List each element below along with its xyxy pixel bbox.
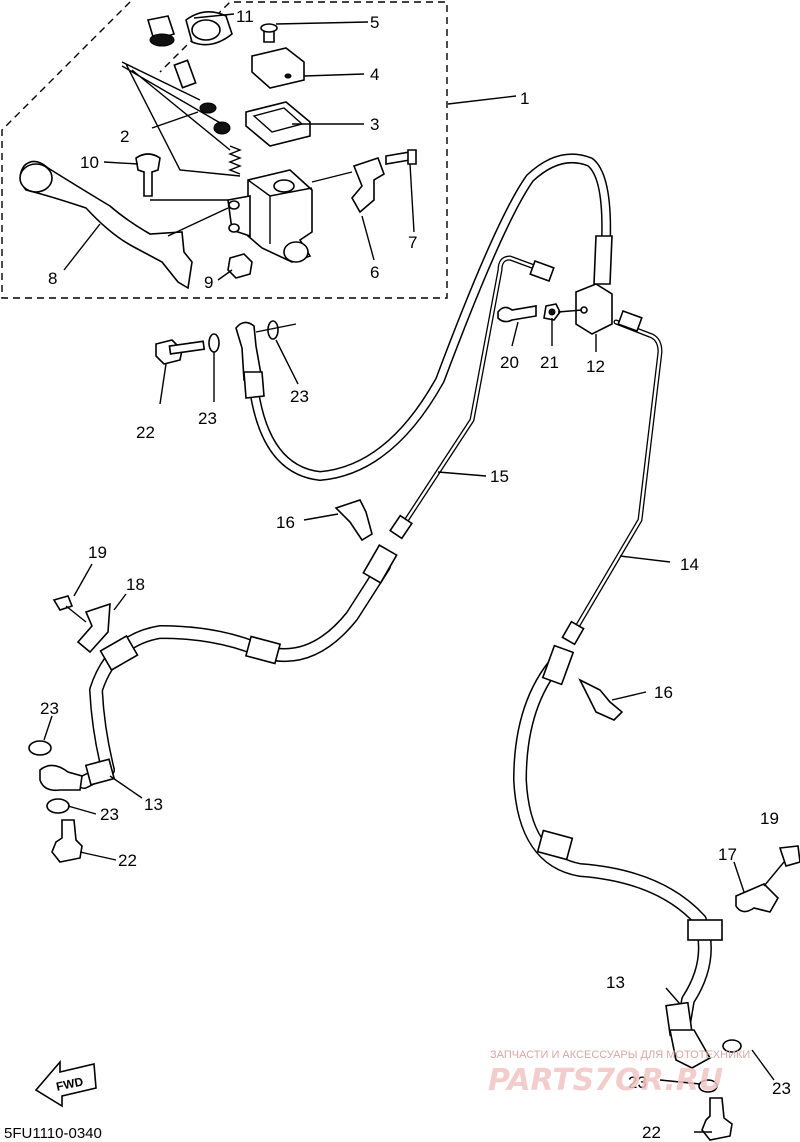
part-22-banjo-bolt-right [701, 1097, 733, 1141]
part-6-holder [351, 156, 385, 214]
part-7-bolt [385, 151, 411, 165]
left-fixings [28, 499, 373, 863]
watermark-small: ЗАПЧАСТИ И АКСЕССУАРЫ ДЛЯ МОТОТЕХНИКИ [490, 1049, 750, 1061]
label-16-right: 16 [654, 683, 673, 702]
label-7: 7 [408, 233, 417, 252]
label-8: 8 [48, 269, 57, 288]
part-9-nut [227, 253, 253, 279]
label-23-d: 23 [100, 805, 119, 824]
label-14: 14 [680, 555, 699, 574]
label-4: 4 [370, 65, 379, 84]
label-19-left: 19 [88, 543, 107, 562]
label-12: 12 [586, 357, 605, 376]
label-13-right: 13 [606, 973, 625, 992]
label-5: 5 [370, 13, 379, 32]
fwd-label: FWD [55, 1074, 85, 1093]
right-fixings [578, 678, 800, 1141]
part-23-washer-e [722, 1039, 742, 1053]
part-23-washer-c [28, 740, 52, 756]
upper-banjo-group [155, 320, 297, 381]
part-3-diaphragm [245, 101, 311, 147]
part-13-left-hose [77, 559, 391, 789]
label-6: 6 [370, 263, 379, 282]
label-16-left: 16 [276, 513, 295, 532]
part-19-bolt-right [778, 845, 800, 867]
part-2-piston [173, 59, 197, 89]
label-15: 15 [490, 467, 509, 486]
part-17-bracket [735, 883, 779, 913]
label-23-a: 23 [198, 409, 217, 428]
part-22-banjo-bolt-left [51, 819, 83, 863]
label-23-e: 23 [628, 1073, 647, 1092]
label-3: 3 [370, 115, 379, 134]
label-22-bottom: 22 [642, 1123, 661, 1142]
part-11-seal [146, 15, 176, 41]
watermark: ЗАПЧАСТИ И АКСЕССУАРЫ ДЛЯ МОТОТЕХНИКИ PA… [488, 1049, 750, 1098]
brake-union [497, 283, 613, 335]
right-hose-fittings [536, 644, 723, 1069]
part-2-spring [228, 145, 242, 175]
label-11: 11 [236, 7, 254, 26]
callout-labels: 1 2 3 4 5 6 7 8 9 10 11 12 13 13 14 15 1… [40, 7, 791, 1142]
part-20-bolt [497, 305, 537, 323]
label-23-f: 23 [772, 1079, 791, 1098]
part-16-clip-right [578, 678, 624, 721]
left-hose-fittings [39, 544, 398, 792]
part-18-bracket [76, 602, 111, 654]
label-22-left: 22 [118, 851, 137, 870]
label-9: 9 [204, 273, 213, 292]
part-4-reservoir-cap [251, 47, 305, 89]
label-21: 21 [540, 353, 559, 372]
label-20: 20 [500, 353, 519, 372]
callout-leaders [43, 13, 775, 1133]
master-cylinder-group [19, 11, 417, 290]
label-18: 18 [126, 575, 145, 594]
part-23-washer-f [698, 1079, 718, 1093]
label-17: 17 [718, 845, 737, 864]
label-1: 1 [520, 89, 529, 108]
label-10: 10 [80, 153, 99, 172]
master-cylinder-assembly-outline [1, 1, 448, 299]
label-19-right: 19 [760, 809, 779, 828]
label-22-top: 22 [136, 423, 155, 442]
part-16-clip-left [334, 499, 373, 542]
label-13-left: 13 [144, 795, 163, 814]
fwd-arrow: FWD [34, 1059, 97, 1108]
part-23-washer-d [46, 798, 70, 814]
label-23-b: 23 [290, 387, 309, 406]
label-23-c: 23 [40, 699, 59, 718]
label-2: 2 [120, 127, 129, 146]
watermark-logo: PARTS7OR.RU [488, 1063, 723, 1098]
part-10-pivot-bolt [135, 153, 161, 197]
part-23-washer-a [208, 333, 220, 353]
diagram-code: 5FU1110-0340 [4, 1125, 102, 1142]
